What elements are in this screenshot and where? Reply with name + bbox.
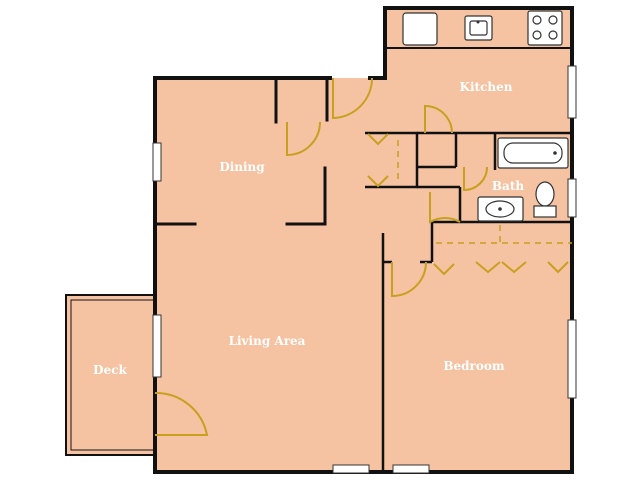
stove-icon bbox=[527, 10, 563, 46]
label-deck: Deck bbox=[93, 363, 127, 377]
deck-door bbox=[154, 391, 209, 436]
floor-deck bbox=[66, 295, 155, 455]
window-bottom-bedroom bbox=[392, 464, 430, 474]
dining-closet-door bbox=[286, 121, 321, 157]
window-bottom-living bbox=[332, 464, 370, 474]
window-kitchen bbox=[567, 65, 577, 119]
linen-door bbox=[463, 166, 488, 192]
window-bath bbox=[567, 178, 577, 218]
floor-main bbox=[155, 8, 572, 472]
window-dining bbox=[152, 142, 162, 182]
closet-rods bbox=[397, 140, 572, 244]
label-kitchen: Kitchen bbox=[460, 80, 513, 94]
window-bedroom bbox=[567, 319, 577, 399]
bathtub-icon bbox=[497, 137, 569, 169]
floor-fills bbox=[66, 8, 572, 472]
label-bedroom: Bedroom bbox=[443, 359, 504, 373]
kitchen-fixtures bbox=[402, 10, 563, 46]
window-living bbox=[152, 314, 162, 378]
hall-closet-door bbox=[424, 104, 453, 134]
kitchen-sink-icon bbox=[464, 15, 493, 41]
exterior-walls bbox=[153, 6, 574, 474]
label-dining: Dining bbox=[219, 160, 265, 174]
room-labels: Kitchen Dining Bath Living Area Deck Bed… bbox=[93, 80, 524, 377]
toilet-icon bbox=[533, 181, 557, 218]
refrigerator-icon bbox=[402, 12, 438, 46]
bath-fixtures bbox=[477, 137, 569, 222]
bathroom-sink-icon bbox=[477, 196, 524, 222]
doors bbox=[154, 77, 569, 436]
label-bath: Bath bbox=[492, 179, 524, 193]
interior-walls bbox=[153, 47, 572, 472]
label-living-area: Living Area bbox=[229, 334, 306, 348]
bath-door bbox=[429, 192, 461, 224]
bedroom-door bbox=[391, 261, 427, 298]
windows bbox=[152, 65, 577, 474]
entry-door bbox=[332, 77, 373, 120]
